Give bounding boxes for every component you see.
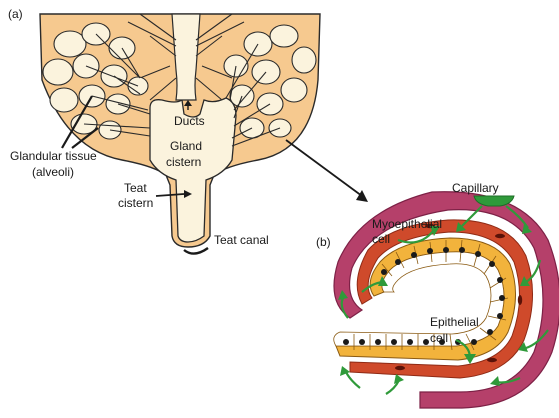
teat-canal-label: Teat canal	[214, 233, 269, 247]
ducts-label: Ducts	[174, 114, 205, 128]
teat-cistern-label-2: cistern	[118, 196, 153, 210]
epithelial-label-1: Epithelial	[430, 315, 479, 329]
myoepithelial-label-1: Myoepithelial	[372, 217, 442, 231]
epithelial-label-2: cell	[430, 331, 448, 345]
panel-a-tag: (a)	[8, 7, 23, 21]
panel-b-tag: (b)	[316, 235, 331, 249]
gland-cistern-label-2: cistern	[166, 155, 201, 169]
udder-panel	[40, 14, 320, 247]
glandular-tissue-label-1: Glandular tissue	[10, 149, 97, 163]
glandular-tissue-label-2: (alveoli)	[32, 165, 74, 179]
zoom-arrow	[286, 140, 362, 196]
capillary-label: Capillary	[452, 181, 499, 195]
myoepithelial-label-2: cell	[372, 232, 390, 246]
alveolus-panel	[334, 192, 559, 408]
teat-canal-mark	[184, 248, 208, 254]
teat-cistern-label-1: Teat	[124, 181, 147, 195]
gland-cistern-label-1: Gland	[170, 139, 202, 153]
